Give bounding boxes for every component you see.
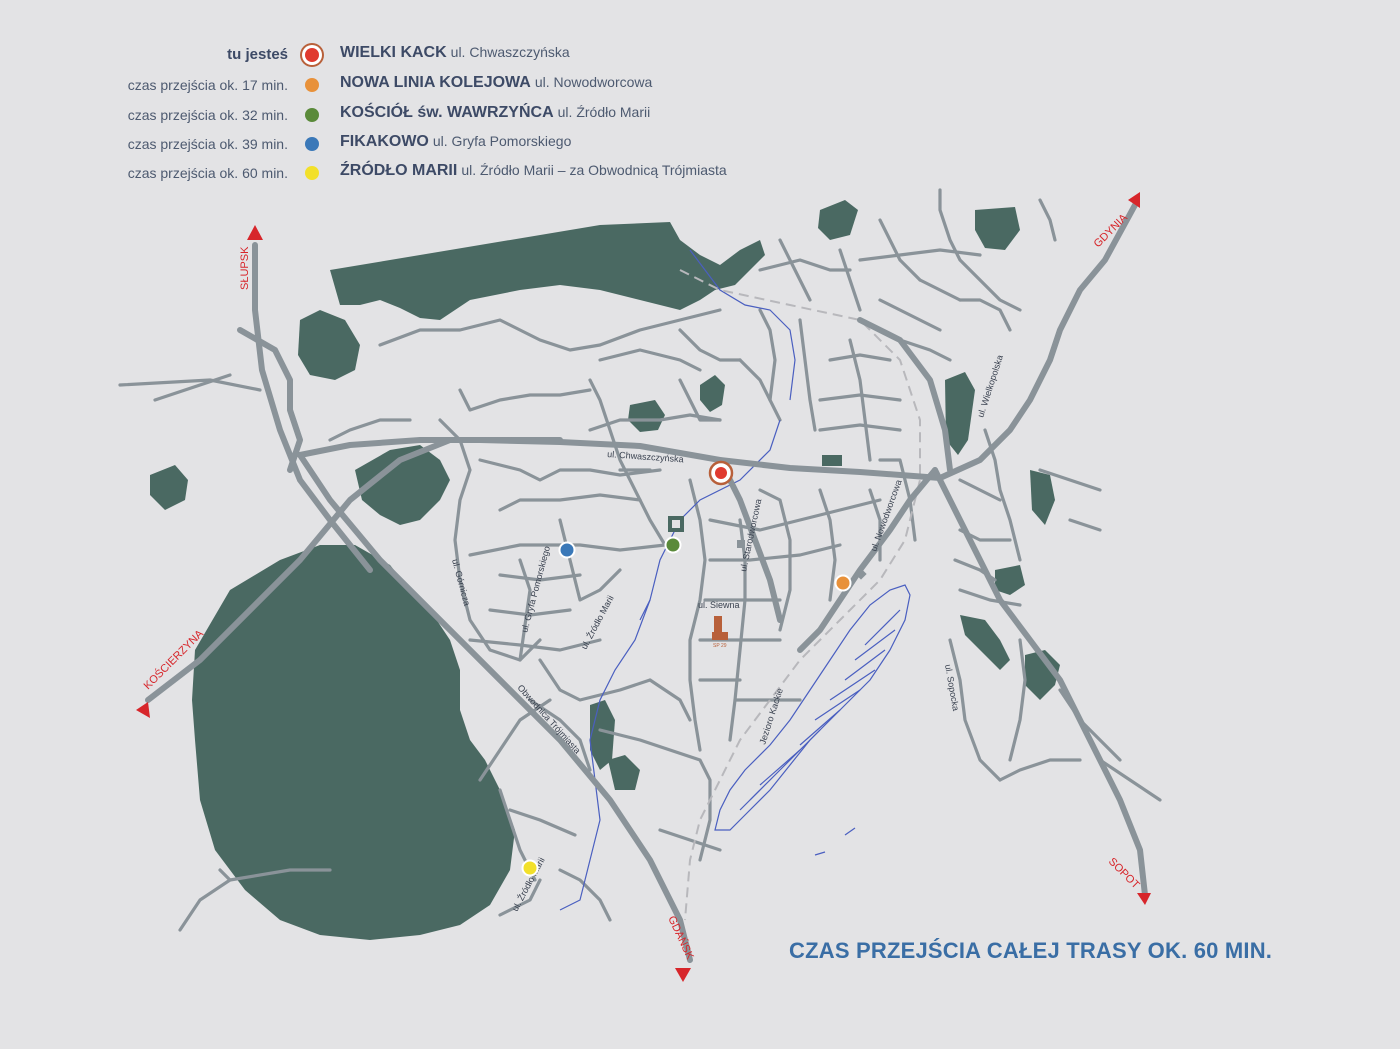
railway bbox=[679, 269, 921, 921]
forest-ne2 bbox=[975, 207, 1020, 250]
school-sp29: SP 29 bbox=[712, 616, 728, 649]
forest-south1 bbox=[590, 700, 615, 770]
forest-park bbox=[700, 375, 725, 412]
legend-street: ul. Chwaszczyńska bbox=[450, 44, 570, 60]
road-nowodworcowa bbox=[797, 467, 938, 653]
label-obwodnica: Obwodnica Trójmiasta bbox=[516, 683, 583, 756]
forest-east5 bbox=[995, 565, 1025, 595]
lake-outline bbox=[714, 584, 911, 831]
school-building-icon bbox=[712, 616, 728, 640]
arrow-sopot-icon bbox=[1137, 893, 1151, 905]
label-jezioro: Jezioro Kackie bbox=[757, 687, 785, 746]
label-wielkopolska: ul. Wielkopolska bbox=[975, 354, 1005, 419]
direction-sopot: SOPOT bbox=[1106, 856, 1142, 892]
legend-place-name: ŹRÓDŁO MARII bbox=[340, 162, 458, 179]
direction-slupsk: SŁUPSK bbox=[239, 246, 251, 290]
arrow-gdynia-icon bbox=[1128, 192, 1140, 208]
direction-arrows bbox=[136, 192, 1151, 982]
arrow-koscierzyna-icon bbox=[136, 702, 150, 718]
legend-place-name: NOWA LINIA KOLEJOWA bbox=[340, 74, 531, 91]
arrow-slupsk-icon bbox=[247, 225, 263, 240]
arrow-gdansk-icon bbox=[675, 968, 691, 982]
yellow-point-marker bbox=[521, 859, 539, 877]
forest-ne1 bbox=[818, 200, 858, 240]
legend-time: czas przejścia ok. 39 min. bbox=[127, 136, 288, 152]
label-zrodlo-marii-1: ul. Źródło Marii bbox=[579, 594, 616, 651]
stream-2 bbox=[639, 419, 781, 621]
legend-time: czas przejścia ok. 60 min. bbox=[127, 165, 288, 181]
road-chwaszczynska bbox=[297, 202, 1138, 481]
yellow-point-icon bbox=[305, 166, 319, 180]
total-route-time: CZAS PRZEJŚCIA CAŁEJ TRASY OK. 60 MIN. bbox=[789, 938, 1273, 963]
forest-northwest bbox=[298, 310, 360, 380]
forest-west-small bbox=[150, 465, 188, 510]
train-station-icon bbox=[737, 540, 745, 548]
forest-center bbox=[628, 400, 665, 432]
legend-time: czas przejścia ok. 32 min. bbox=[127, 107, 288, 123]
forest-east2 bbox=[1030, 470, 1055, 525]
green-point-marker bbox=[664, 536, 682, 554]
forest-east3 bbox=[960, 615, 1010, 670]
legend-place-name: KOŚCIÓŁ św. WAWRZYŃCA bbox=[340, 104, 554, 121]
label-school: SP 29 bbox=[713, 643, 727, 649]
church-icon bbox=[668, 516, 684, 532]
forest-west-mid bbox=[355, 445, 450, 525]
forest-east4 bbox=[1025, 650, 1060, 700]
blue-point-icon bbox=[305, 137, 319, 151]
current-location-marker bbox=[708, 460, 734, 486]
forest-east1 bbox=[945, 372, 975, 455]
forest-west-big bbox=[192, 545, 515, 940]
legend-row-church: czas przejścia ok. 32 min. KOŚCIÓŁ św. W… bbox=[0, 100, 900, 130]
stream-1 bbox=[689, 249, 796, 401]
label-gryfa: ul. Gryfa Pomorskiego bbox=[519, 545, 552, 634]
orange-point-marker bbox=[834, 574, 852, 592]
forest-north bbox=[330, 222, 765, 320]
legend-street: ul. Gryfa Pomorskiego bbox=[432, 133, 572, 149]
road-obwodnica bbox=[297, 452, 693, 963]
route-points bbox=[521, 460, 852, 877]
stream-3 bbox=[559, 599, 651, 911]
label-gornicza: ul. Górnicza bbox=[450, 558, 472, 607]
forest-small-sq bbox=[822, 455, 842, 466]
legend-place-name: FIKAKOWO bbox=[340, 133, 429, 150]
forest-south2 bbox=[608, 755, 640, 790]
legend-street: ul. Źródło Marii bbox=[557, 104, 651, 120]
orange-point-icon bbox=[305, 78, 319, 92]
blue-point-marker bbox=[558, 541, 576, 559]
forest-areas bbox=[150, 200, 1060, 940]
road-sopocka bbox=[932, 467, 1148, 898]
legend-row-railway: czas przejścia ok. 17 min. NOWA LINIA KO… bbox=[0, 70, 900, 100]
current-location-icon bbox=[305, 48, 319, 62]
road-east-link bbox=[857, 317, 953, 473]
train-stop-icon bbox=[855, 568, 867, 580]
legend-time: czas przejścia ok. 17 min. bbox=[127, 77, 288, 93]
label-siewna: ul. Siewna bbox=[698, 600, 740, 610]
legend-street: ul. Nowodworcowa bbox=[534, 74, 653, 90]
legend-street: ul. Źródło Marii – za Obwodnicą Trójmias… bbox=[461, 162, 727, 178]
road-west-loop bbox=[237, 327, 303, 473]
minor-roads bbox=[118, 188, 1162, 932]
green-point-icon bbox=[305, 108, 319, 122]
water-features bbox=[559, 249, 911, 911]
legend-time: tu jesteś bbox=[227, 46, 288, 63]
road-starodworcowa bbox=[717, 457, 783, 623]
legend-place-name: WIELKI KACK bbox=[340, 44, 447, 61]
